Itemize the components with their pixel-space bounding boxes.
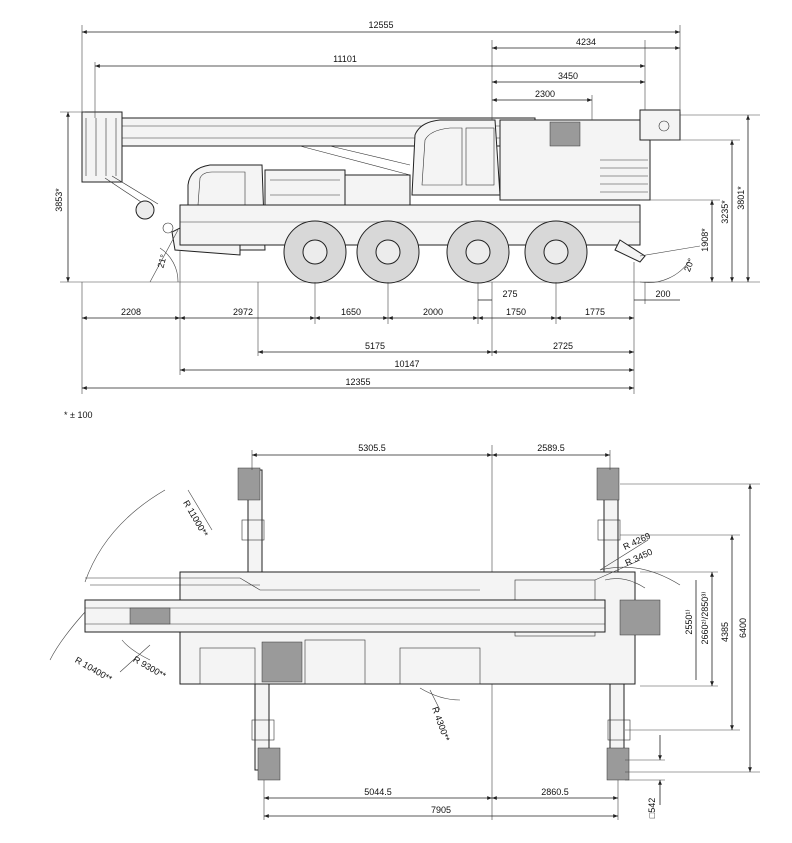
departure-angle-line	[639, 245, 701, 257]
label-rear-bumper: 200	[655, 289, 670, 299]
wheels	[283, 220, 588, 284]
arc-r-9300	[121, 639, 151, 661]
label-height-right: 3801*	[736, 186, 746, 210]
front-bumper	[171, 227, 241, 256]
arc-r-4269	[599, 566, 681, 586]
side-view: 12555 4234 11101 3450 2300 3853* 3801* 3…	[54, 20, 760, 420]
label-total-support: 7905	[431, 805, 451, 815]
approach-angle-line	[149, 229, 179, 283]
boom-top	[84, 599, 606, 633]
footnote: * ± 100	[64, 410, 92, 420]
outrigger-pad-rear-left	[596, 467, 620, 501]
boom-pivot	[639, 109, 681, 141]
rear-bumper	[614, 239, 646, 263]
label-axle-2-3: 1650	[341, 307, 361, 317]
departure-angle-arc	[639, 259, 691, 283]
label-width-6400: 6400	[738, 618, 748, 638]
label-overall-length: 12555	[368, 20, 393, 30]
label-approach-angle: 21°	[156, 253, 169, 269]
label-front-outrigger: 5305.5	[358, 443, 386, 453]
crane-cab	[411, 119, 501, 196]
label-rear-outrigger: 2589.5	[537, 443, 565, 453]
label-rear-overhang: 4234	[576, 37, 596, 47]
label-wheelbase-total: 10147	[394, 359, 419, 369]
label-width-2550: 2550¹⁾	[684, 609, 694, 634]
label-front-overhang: 2208	[121, 307, 141, 317]
outrigger-pad-rear-right	[606, 747, 630, 781]
arc-r-11000	[84, 489, 166, 583]
boom-head	[81, 111, 123, 183]
label-deck-height: 1908*	[700, 228, 710, 252]
label-axle-4-5: 1750	[506, 307, 526, 317]
label-r-10400: R 10400**	[73, 655, 114, 684]
label-r-4300: R 4300**	[430, 705, 452, 743]
label-axle-1-2: 2972	[233, 307, 253, 317]
arc-r-3450	[604, 578, 646, 589]
label-pad-size: □542	[647, 798, 657, 818]
label-r-9300: R 9300**	[131, 654, 168, 681]
label-boom-length: 11101	[333, 54, 357, 64]
label-r-11000: R 11000**	[181, 499, 210, 539]
label-width-2660: 2660²⁾/2850³⁾	[700, 592, 710, 645]
outrigger-pad-front-right	[257, 747, 281, 781]
outrigger-pad-front-left	[237, 467, 261, 501]
label-front-support: 5044.5	[364, 787, 392, 797]
label-boom-rear: 3450	[558, 71, 578, 81]
label-axle-3-4: 2000	[423, 307, 443, 317]
label-width-4385: 4385	[720, 622, 730, 642]
label-small-offset: 275	[502, 289, 517, 299]
label-rear-support: 2860.5	[541, 787, 569, 797]
label-overall: 12355	[345, 377, 370, 387]
label-overall-height: 3853*	[54, 188, 64, 212]
approach-angle-arc	[159, 247, 179, 283]
label-cab-rear: 2300	[535, 89, 555, 99]
top-view: R 11000** R 10400** R 9300** R 4269 R 34…	[49, 443, 760, 820]
label-wheelbase-b: 2725	[553, 341, 573, 351]
hook-block	[135, 200, 155, 220]
arc-r-4300	[419, 687, 461, 701]
label-departure-angle: 20°	[682, 256, 696, 273]
label-wheelbase-a: 5175	[365, 341, 385, 351]
label-cab-height: 3235*	[720, 200, 730, 224]
superstructure	[499, 109, 681, 201]
label-axle-5-end: 1775	[585, 307, 605, 317]
arc-r-10400	[49, 611, 86, 661]
